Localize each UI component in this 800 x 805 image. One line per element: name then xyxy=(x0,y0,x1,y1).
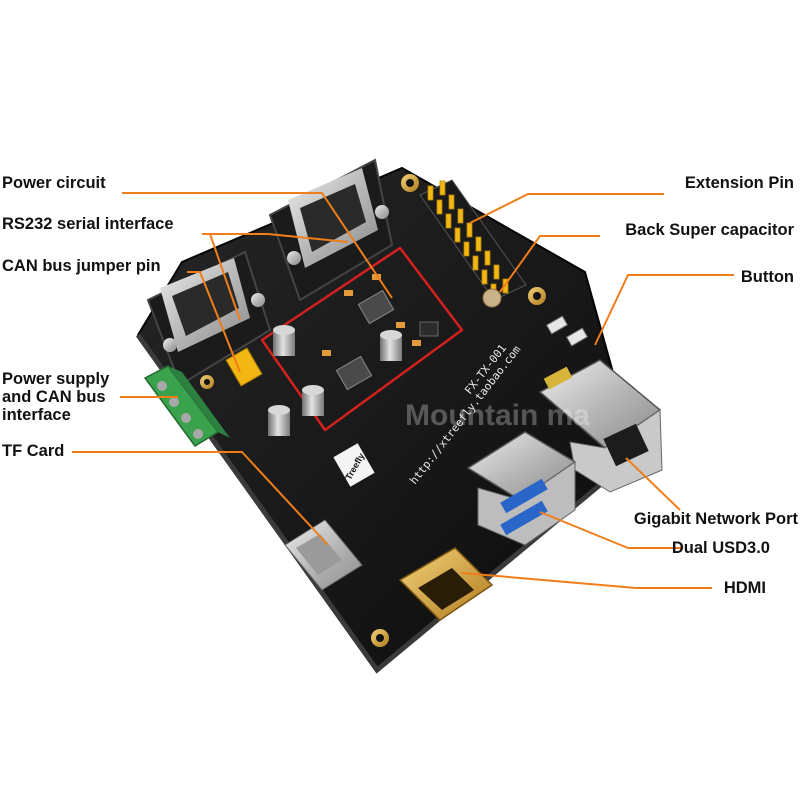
button-component xyxy=(546,315,588,347)
leader-lines xyxy=(72,192,734,589)
leader-super-capacitor xyxy=(499,235,600,293)
label-usb: Dual USD3.0 xyxy=(671,539,770,557)
leader-button xyxy=(594,274,734,346)
label-button: Button xyxy=(740,268,794,286)
leader-tf-card xyxy=(72,451,329,546)
hdmi-port xyxy=(398,547,494,621)
usb3-ports xyxy=(466,431,577,546)
label-rs232: RS232 serial interface xyxy=(2,215,174,233)
label-power-supply: Power supply and CAN bus interface xyxy=(2,370,110,424)
label-gigabit: Gigabit Network Port xyxy=(633,510,798,528)
electrolytic-capacitors xyxy=(268,325,402,436)
leader-rs232 xyxy=(202,233,349,243)
leader-power-circuit xyxy=(122,192,393,299)
extension-pin-header xyxy=(419,179,527,301)
label-super-capacitor: Back Super capacitor xyxy=(625,221,794,239)
label-can-jumper: CAN bus jumper pin xyxy=(2,257,161,275)
leader-extension-pin xyxy=(469,193,664,224)
ethernet-port xyxy=(538,359,663,493)
label-hdmi: HDMI xyxy=(723,579,766,597)
watermark: Mountain ma xyxy=(405,399,590,432)
terminal-block xyxy=(143,365,230,447)
super-capacitor xyxy=(482,288,502,308)
leader-can-jumper xyxy=(187,271,241,373)
power-circuit-components xyxy=(322,274,439,391)
brand-logo: Treefly xyxy=(333,443,375,487)
label-tf-card: TF Card xyxy=(2,442,65,460)
label-extension-pin: Extension Pin xyxy=(684,174,794,192)
db9-connector-top xyxy=(268,158,394,302)
leader-gigabit xyxy=(625,457,681,511)
leader-rs232-b xyxy=(209,233,241,321)
leader-hdmi xyxy=(461,572,712,589)
leader-usb xyxy=(539,511,682,549)
label-power-circuit: Power circuit xyxy=(2,174,106,192)
